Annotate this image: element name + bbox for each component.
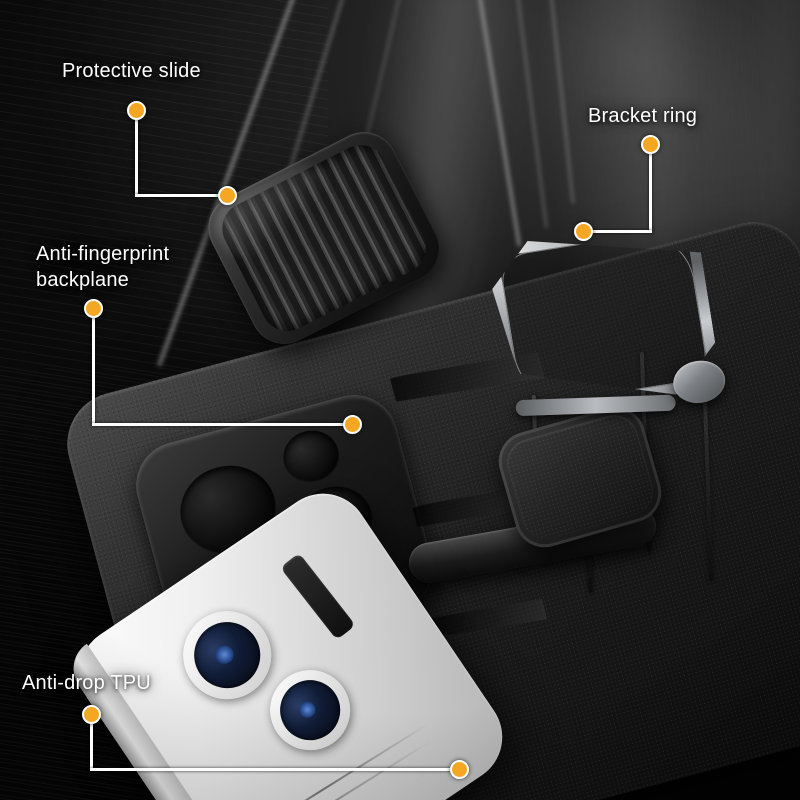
callout-label-anti-fingerprint-backplane: Anti-fingerprint backplane: [36, 243, 170, 291]
callout-label-protective-slide: Protective slide: [62, 60, 201, 82]
callout-label-anti-drop-tpu: Anti-drop TPU: [22, 672, 151, 694]
callout-dot-start-anti-drop-tpu[interactable]: [81, 704, 101, 724]
callout-dot-target-protective-slide[interactable]: [217, 185, 237, 205]
callout-dot-target-anti-fingerprint-backplane[interactable]: [342, 414, 362, 434]
callout-dot-start-bracket-ring[interactable]: [640, 134, 660, 154]
callout-label-bracket-ring: Bracket ring: [588, 105, 698, 127]
leader-horizontal-anti-drop-tpu: [89, 767, 461, 771]
callout-dot-target-bracket-ring[interactable]: [573, 221, 593, 241]
callout-dot-start-protective-slide[interactable]: [126, 100, 146, 120]
callout-dot-start-anti-fingerprint-backplane[interactable]: [83, 298, 103, 318]
callout-dot-target-anti-drop-tpu[interactable]: [449, 759, 469, 779]
